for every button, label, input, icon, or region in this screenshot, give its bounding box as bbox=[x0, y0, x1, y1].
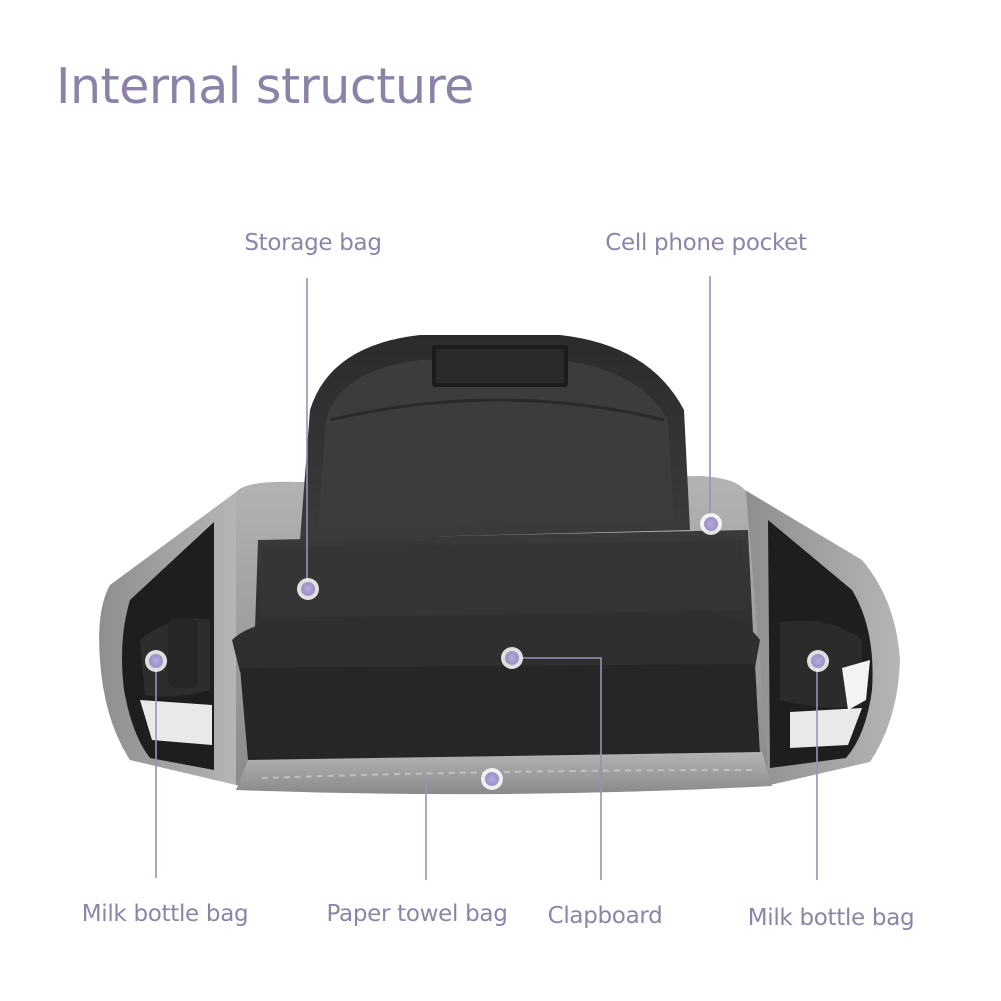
callout-lines bbox=[155, 276, 818, 880]
callout-dot-icon bbox=[297, 578, 319, 600]
right-side-pocket bbox=[745, 490, 900, 785]
callout-dot-icon bbox=[481, 768, 503, 790]
callout-dot-icon bbox=[501, 647, 523, 669]
label-milk-bottle-bag-left: Milk bottle bag bbox=[81, 901, 249, 927]
callout-line-clapboard bbox=[512, 657, 602, 880]
callout-dots bbox=[145, 513, 829, 790]
storage-flap bbox=[300, 335, 690, 540]
label-milk-bottle-bag-right: Milk bottle bag bbox=[747, 905, 915, 931]
label-clapboard: Clapboard bbox=[547, 903, 663, 929]
label-cell-phone-pocket: Cell phone pocket bbox=[605, 230, 807, 256]
label-storage-bag: Storage bag bbox=[244, 230, 382, 256]
page-title: Internal structure bbox=[56, 58, 474, 115]
main-compartment bbox=[232, 476, 772, 795]
left-side-pocket bbox=[99, 492, 236, 785]
callout-dot-icon bbox=[145, 650, 167, 672]
callout-dot-icon bbox=[700, 513, 722, 535]
label-paper-towel-bag: Paper towel bag bbox=[326, 901, 508, 927]
callout-dot-icon bbox=[807, 650, 829, 672]
